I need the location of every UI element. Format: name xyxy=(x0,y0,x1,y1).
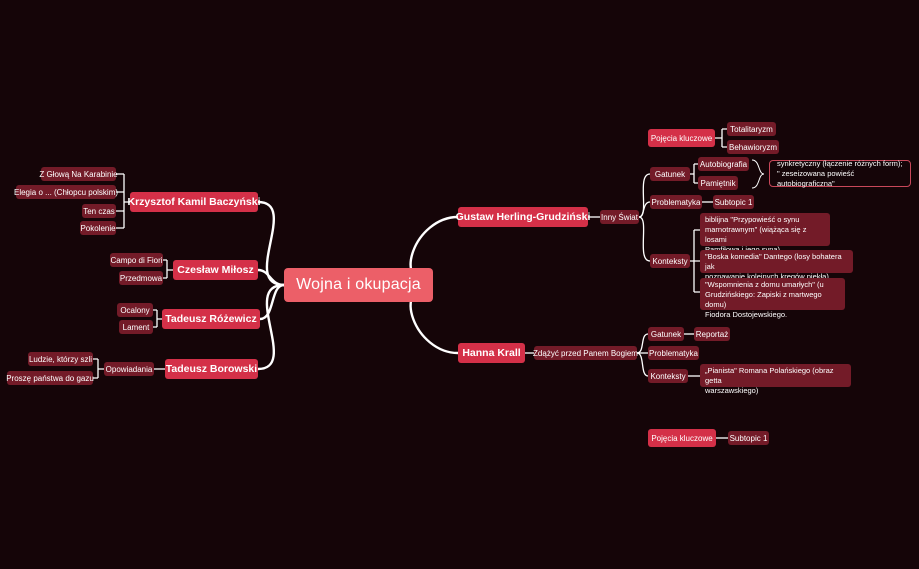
konteksty-2-line-1: Grudzińskiego: Zapiski z martwego domu) xyxy=(705,290,822,309)
subtopic-baczynski-2[interactable]: Ten czas xyxy=(82,204,116,218)
konteksty-0-line-0: biblijna "Przypowieść o synu xyxy=(705,215,800,224)
subtopic-baczynski-0[interactable]: Z Głową Na Karabinie xyxy=(39,167,118,181)
subtopic-herling-gatunek[interactable]: Gatunek xyxy=(650,167,690,181)
topic-rozewicz[interactable]: Tadeusz Różewicz xyxy=(162,309,260,329)
topic-baczynski[interactable]: Krzysztof Kamil Baczyński xyxy=(127,192,261,212)
konteksty-2-line-0: "Wspomnienia z domu umarłych" (u xyxy=(705,280,824,289)
subtopic-herling-gatunek-0[interactable]: Autobiografia xyxy=(698,157,749,171)
konteksty-1-line-1: poznawanie kolejnych kręgów piekła) xyxy=(705,272,829,281)
topic-milosz[interactable]: Czesław Miłosz xyxy=(173,260,258,280)
subtopic-borowski-group[interactable]: Opowiadania xyxy=(104,362,154,376)
subtopic-rozewicz-1[interactable]: Lament xyxy=(119,320,153,334)
subtopic-krall-book[interactable]: Zdążyć przed Panem Bogiem xyxy=(533,346,638,360)
subtopic-herling-konteksty-1[interactable]: "Boska komedia" Dantego (losy bohatera j… xyxy=(700,250,853,281)
krall-konteksty-0-line-1: warszawskiego) xyxy=(705,386,759,395)
subtopic-herling-konteksty-0[interactable]: biblijna "Przypowieść o synu marnotrawny… xyxy=(700,213,830,254)
subtopic-borowski-1[interactable]: Proszę państwa do gazu xyxy=(6,371,94,385)
subtopic-herling-gatunek-summary[interactable]: synkretyczny (łączenie różnych form); " … xyxy=(769,159,911,188)
konteksty-0-line-1: marnotrawnym" (wiążąca się z losami xyxy=(705,225,807,244)
floating-topic-pojecia[interactable]: Pojęcia kluczowe xyxy=(648,429,716,447)
subtopic-baczynski-1[interactable]: Elegia o ... (Chłopcu polskim) xyxy=(14,185,118,199)
subtopic-herling-book[interactable]: Inny Świat xyxy=(600,210,639,224)
konteksty-1-line-0: "Boska komedia" Dantego (losy bohatera j… xyxy=(705,252,842,271)
subtopic-herling-pojecia[interactable]: Pojęcia kluczowe xyxy=(648,129,715,147)
subtopic-herling-problematyka[interactable]: Problematyka xyxy=(650,195,702,209)
subtopic-krall-gatunek[interactable]: Gatunek xyxy=(648,327,684,341)
konteksty-0-line-2: Pamfiłowa i jego syna) xyxy=(705,245,780,255)
subtopic-krall-konteksty-0[interactable]: „Pianista" Romana Polańskiego (obraz get… xyxy=(700,364,851,395)
topic-herling[interactable]: Gustaw Herling-Grudziński xyxy=(456,207,590,227)
subtopic-baczynski-3[interactable]: Pokolenie xyxy=(80,221,116,235)
topic-borowski[interactable]: Tadeusz Borowski xyxy=(165,359,258,379)
subtopic-herling-konteksty[interactable]: Konteksty xyxy=(650,254,690,268)
subtopic-krall-problematyka[interactable]: Problematyka xyxy=(648,346,699,360)
topic-krall[interactable]: Hanna Krall xyxy=(458,343,525,363)
konteksty-2-line-2: Fiodora Dostojewskiego. xyxy=(705,310,788,319)
subtopic-milosz-0[interactable]: Campo di Fiori xyxy=(110,253,163,267)
root-topic[interactable]: Wojna i okupacja xyxy=(284,268,433,302)
floating-subtopic-0[interactable]: Subtopic 1 xyxy=(728,431,769,445)
krall-konteksty-0-line-0: „Pianista" Romana Polańskiego (obraz get… xyxy=(705,366,834,385)
subtopic-herling-gatunek-1[interactable]: Pamiętnik xyxy=(698,176,738,190)
subtopic-borowski-0[interactable]: Ludzie, którzy szli xyxy=(28,352,93,366)
subtopic-milosz-1[interactable]: Przedmowa xyxy=(119,271,163,285)
subtopic-herling-problematyka-0[interactable]: Subtopic 1 xyxy=(713,195,754,209)
subtopic-herling-pojecia-0[interactable]: Totalitaryzm xyxy=(727,122,776,136)
subtopic-krall-konteksty[interactable]: Konteksty xyxy=(648,369,688,383)
subtopic-herling-konteksty-2[interactable]: "Wspomnienia z domu umarłych" (u Grudziń… xyxy=(700,278,845,319)
subtopic-herling-pojecia-1[interactable]: Behawioryzm xyxy=(727,140,779,154)
subtopic-krall-gatunek-0[interactable]: Reportaż xyxy=(694,327,730,341)
subtopic-rozewicz-0[interactable]: Ocalony xyxy=(117,303,153,317)
